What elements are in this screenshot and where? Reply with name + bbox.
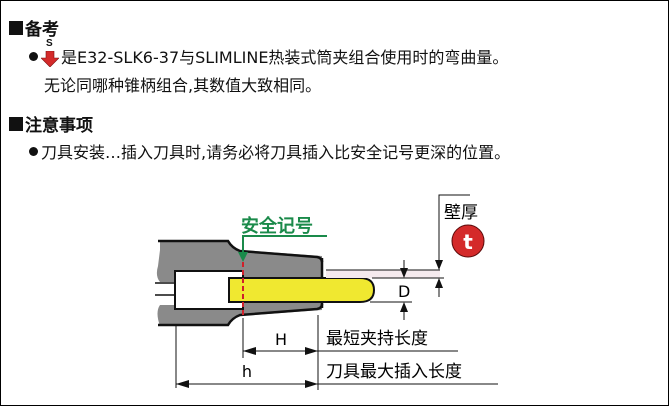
safety-mark-label: 安全记号 xyxy=(241,215,313,237)
notes-heading: 备考 xyxy=(9,15,59,40)
square-bullet-icon xyxy=(9,116,23,131)
tool-shank xyxy=(228,277,376,303)
wall-thickness-symbol: t xyxy=(463,230,473,254)
notes-line-1-text: 是E32-SLK6-37与SLIMLINE热装式筒夹组合使用时的弯曲量。 xyxy=(61,48,509,67)
deflection-arrow-icon: S xyxy=(41,38,59,67)
square-bullet-icon xyxy=(9,20,23,35)
notes-line-2: 无论同哪种锥柄组合,其数值大致相同。 xyxy=(44,72,321,96)
cautions-title: 注意事项 xyxy=(25,116,93,136)
bullet-icon xyxy=(29,147,38,156)
cautions-heading: 注意事项 xyxy=(9,111,93,136)
cautions-line-1-text: 刀具安装…插入刀具时,请务必将刀具插入比安全记号更深的位置。 xyxy=(41,143,511,162)
diameter-symbol: D xyxy=(398,282,410,301)
bullet-icon xyxy=(29,52,38,61)
notes-line-2-text: 无论同哪种锥柄组合,其数值大致相同。 xyxy=(44,76,322,95)
t-badge-icon xyxy=(451,224,485,258)
wall-thickness-label: 壁厚 xyxy=(444,203,478,223)
cautions-line-1: 刀具安装…插入刀具时,请务必将刀具插入比安全记号更深的位置。 xyxy=(29,139,510,163)
notes-title: 备考 xyxy=(25,20,59,40)
max-insert-symbol: h xyxy=(242,362,252,381)
min-clamp-symbol: H xyxy=(275,330,287,349)
max-insert-label: 刀具最大插入长度 xyxy=(326,362,462,382)
safety-mark-arrow-icon xyxy=(238,252,248,262)
min-clamp-label: 最短夹持长度 xyxy=(326,329,428,349)
